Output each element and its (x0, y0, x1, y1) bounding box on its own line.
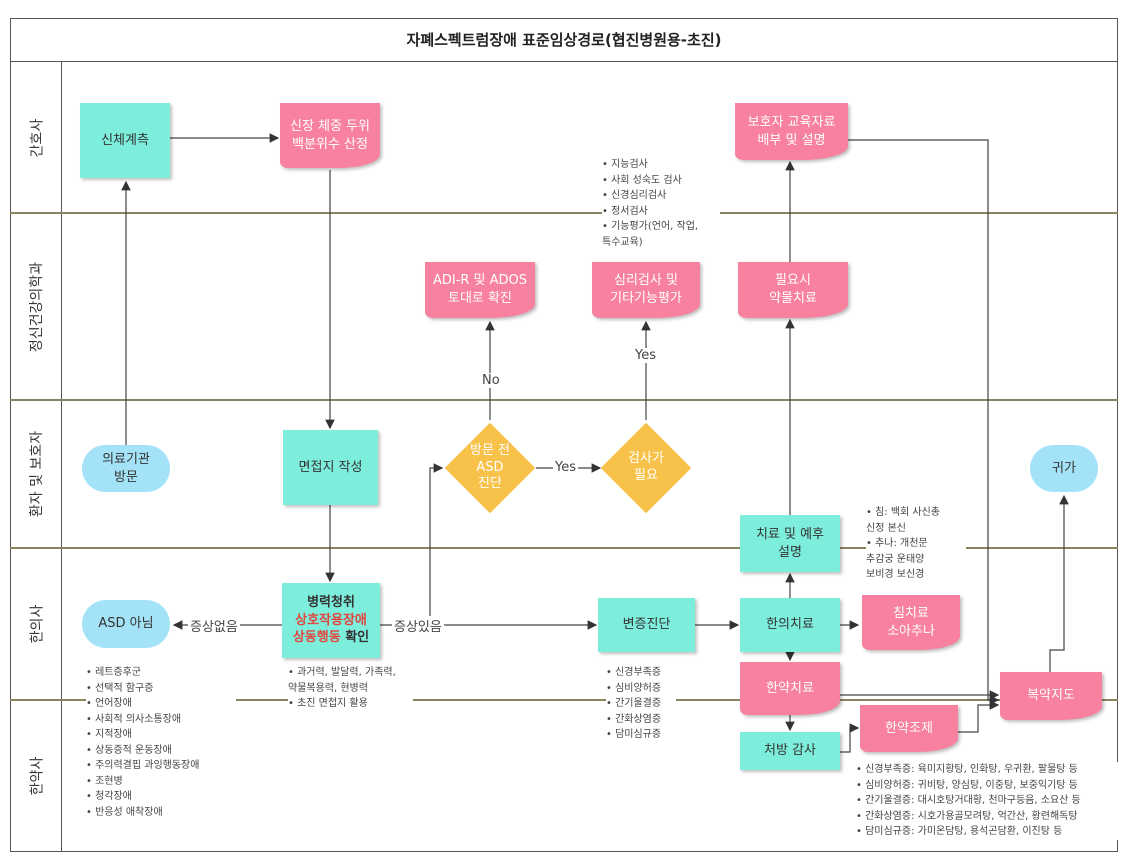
history-taking-node: 병력청취 상호작용장애 상동행동 확인 (282, 583, 380, 658)
edge-label-no: No (480, 373, 502, 388)
pre-diagnosis-decision: 방문 전 ASD 진단 (445, 420, 535, 516)
medication-node: 필요시 약물치료 (738, 262, 848, 318)
dispensing-node: 한약조제 (860, 705, 958, 752)
diagram-title: 자폐스펙트럼장애 표준임상경로(협진병원용-초진) (10, 18, 1118, 62)
list-item: 신경부족증 (606, 665, 676, 681)
list-item: 반응성 애착장애 (86, 805, 236, 821)
list-item: 초진 면접지 활용 (288, 696, 413, 712)
edge-label-yes: Yes (633, 348, 658, 363)
decision-label: 방문 전 ASD 진단 (469, 442, 510, 492)
lane-label-column (10, 62, 62, 852)
list-item: 심비양허증: 귀비탕, 양심탕, 이중탕, 보중익기탕 등 (856, 778, 1118, 794)
node-text-highlight: 상동행동 (292, 630, 341, 646)
patterns-list: 신경부족증 심비양허증 간기울결증 간화상염증 담미심규증 (606, 665, 676, 743)
list-item: 청각장애 (86, 789, 236, 805)
adi-ados-node: ADI-R 및 ADOS 토대로 확진 (425, 262, 535, 318)
history-notes: 과거력, 발달력, 가족력, 약물복용력, 현병력 초진 면접지 활용 (288, 665, 413, 712)
list-item: 정서검사 (602, 204, 720, 220)
edge-label-no-symptom: 증상없음 (188, 616, 240, 635)
list-item: 기능평가(언어, 작업, 특수교육) (602, 219, 720, 250)
differential-list: 레트증후군 선택적 함구증 언어장애 사회적 의사소통장애 지적장애 상동증적 … (86, 665, 236, 820)
herbal-treatment-node: 한약치료 (740, 662, 840, 715)
prescription-audit-node: 처방 감사 (740, 732, 840, 770)
list-item: 상동증적 운동장애 (86, 743, 236, 759)
diagram-frame (10, 18, 1118, 852)
list-item: 지능검사 (602, 157, 720, 173)
psych-test-node: 심리검사 및 기타기능평가 (592, 262, 700, 318)
list-item: 과거력, 발달력, 가족력, 약물복용력, 현병력 (288, 665, 413, 696)
guardian-education-node: 보호자 교육자료 배부 및 설명 (735, 103, 848, 160)
acupuncture-notes: 침: 백회 사신총 신정 본신 추나: 개천문 추감궁 운태양 보비경 보신경 (866, 505, 966, 583)
go-home-node: 귀가 (1030, 445, 1098, 492)
questionnaire-node: 면접지 작성 (283, 430, 378, 505)
list-item: 사회적 의사소통장애 (86, 712, 236, 728)
pattern-diagnosis-node: 변증진단 (598, 598, 695, 652)
list-item: 간화상염증: 시호가용골모려탕, 억간산, 황련해독탕 (856, 809, 1118, 825)
edge-label-yes: Yes (553, 460, 578, 475)
body-measurement-node: 신체계측 (80, 103, 170, 178)
list-item: 레트증후군 (86, 665, 236, 681)
list-item: 신경심리검사 (602, 188, 720, 204)
list-item: 지적장애 (86, 727, 236, 743)
list-item: 신경부족증: 육미지황탕, 인화탕, 우귀환, 팔물탕 등 (856, 762, 1118, 778)
list-item: 담미심규증 (606, 727, 676, 743)
list-item: 담미심규증: 가미온담탕, 용석곤담환, 이진탕 등 (856, 824, 1118, 840)
not-asd-node: ASD 아님 (82, 600, 170, 648)
node-text: 병력청취 (307, 595, 355, 611)
list-item: 간화상염증 (606, 712, 676, 728)
medication-guidance-node: 복약지도 (1000, 672, 1102, 720)
list-item: 심비양허증 (606, 681, 676, 697)
list-item: 선택적 함구증 (86, 681, 236, 697)
list-item: 주의력결핍 과잉행동장애 (86, 758, 236, 774)
list-item: 침: 백회 사신총 신정 본신 (866, 505, 966, 536)
percentile-node: 신장 체중 두위 백분위수 산정 (280, 103, 380, 168)
list-item: 간기울결증: 대시호탕거대황, 천마구등음, 소요산 등 (856, 793, 1118, 809)
acupuncture-node: 침치료 소아추나 (862, 595, 960, 650)
node-text-highlight: 상호작용장애 (295, 612, 367, 628)
km-treatment-node: 한의치료 (740, 598, 840, 652)
prognosis-node: 치료 및 예후 설명 (740, 515, 840, 572)
decision-label: 검사가 필요 (628, 451, 664, 483)
list-item: 사회 성숙도 검사 (602, 173, 720, 189)
edge-label-symptom: 증상있음 (392, 616, 444, 635)
prescriptions-list: 신경부족증: 육미지황탕, 인화탕, 우귀환, 팔물탕 등 심비양허증: 귀비탕… (856, 762, 1118, 840)
list-item: 간기울결증 (606, 696, 676, 712)
list-item: 조현병 (86, 774, 236, 790)
list-item: 언어장애 (86, 696, 236, 712)
list-item: 추나: 개천문 추감궁 운태양 보비경 보신경 (866, 536, 966, 583)
test-needed-decision: 검사가 필요 (601, 420, 691, 516)
tests-list: 지능검사 사회 성숙도 검사 신경심리검사 정서검사 기능평가(언어, 작업, … (602, 157, 720, 250)
node-text: 확인 (340, 630, 370, 646)
hospital-visit-node: 의료기관 방문 (82, 445, 170, 492)
